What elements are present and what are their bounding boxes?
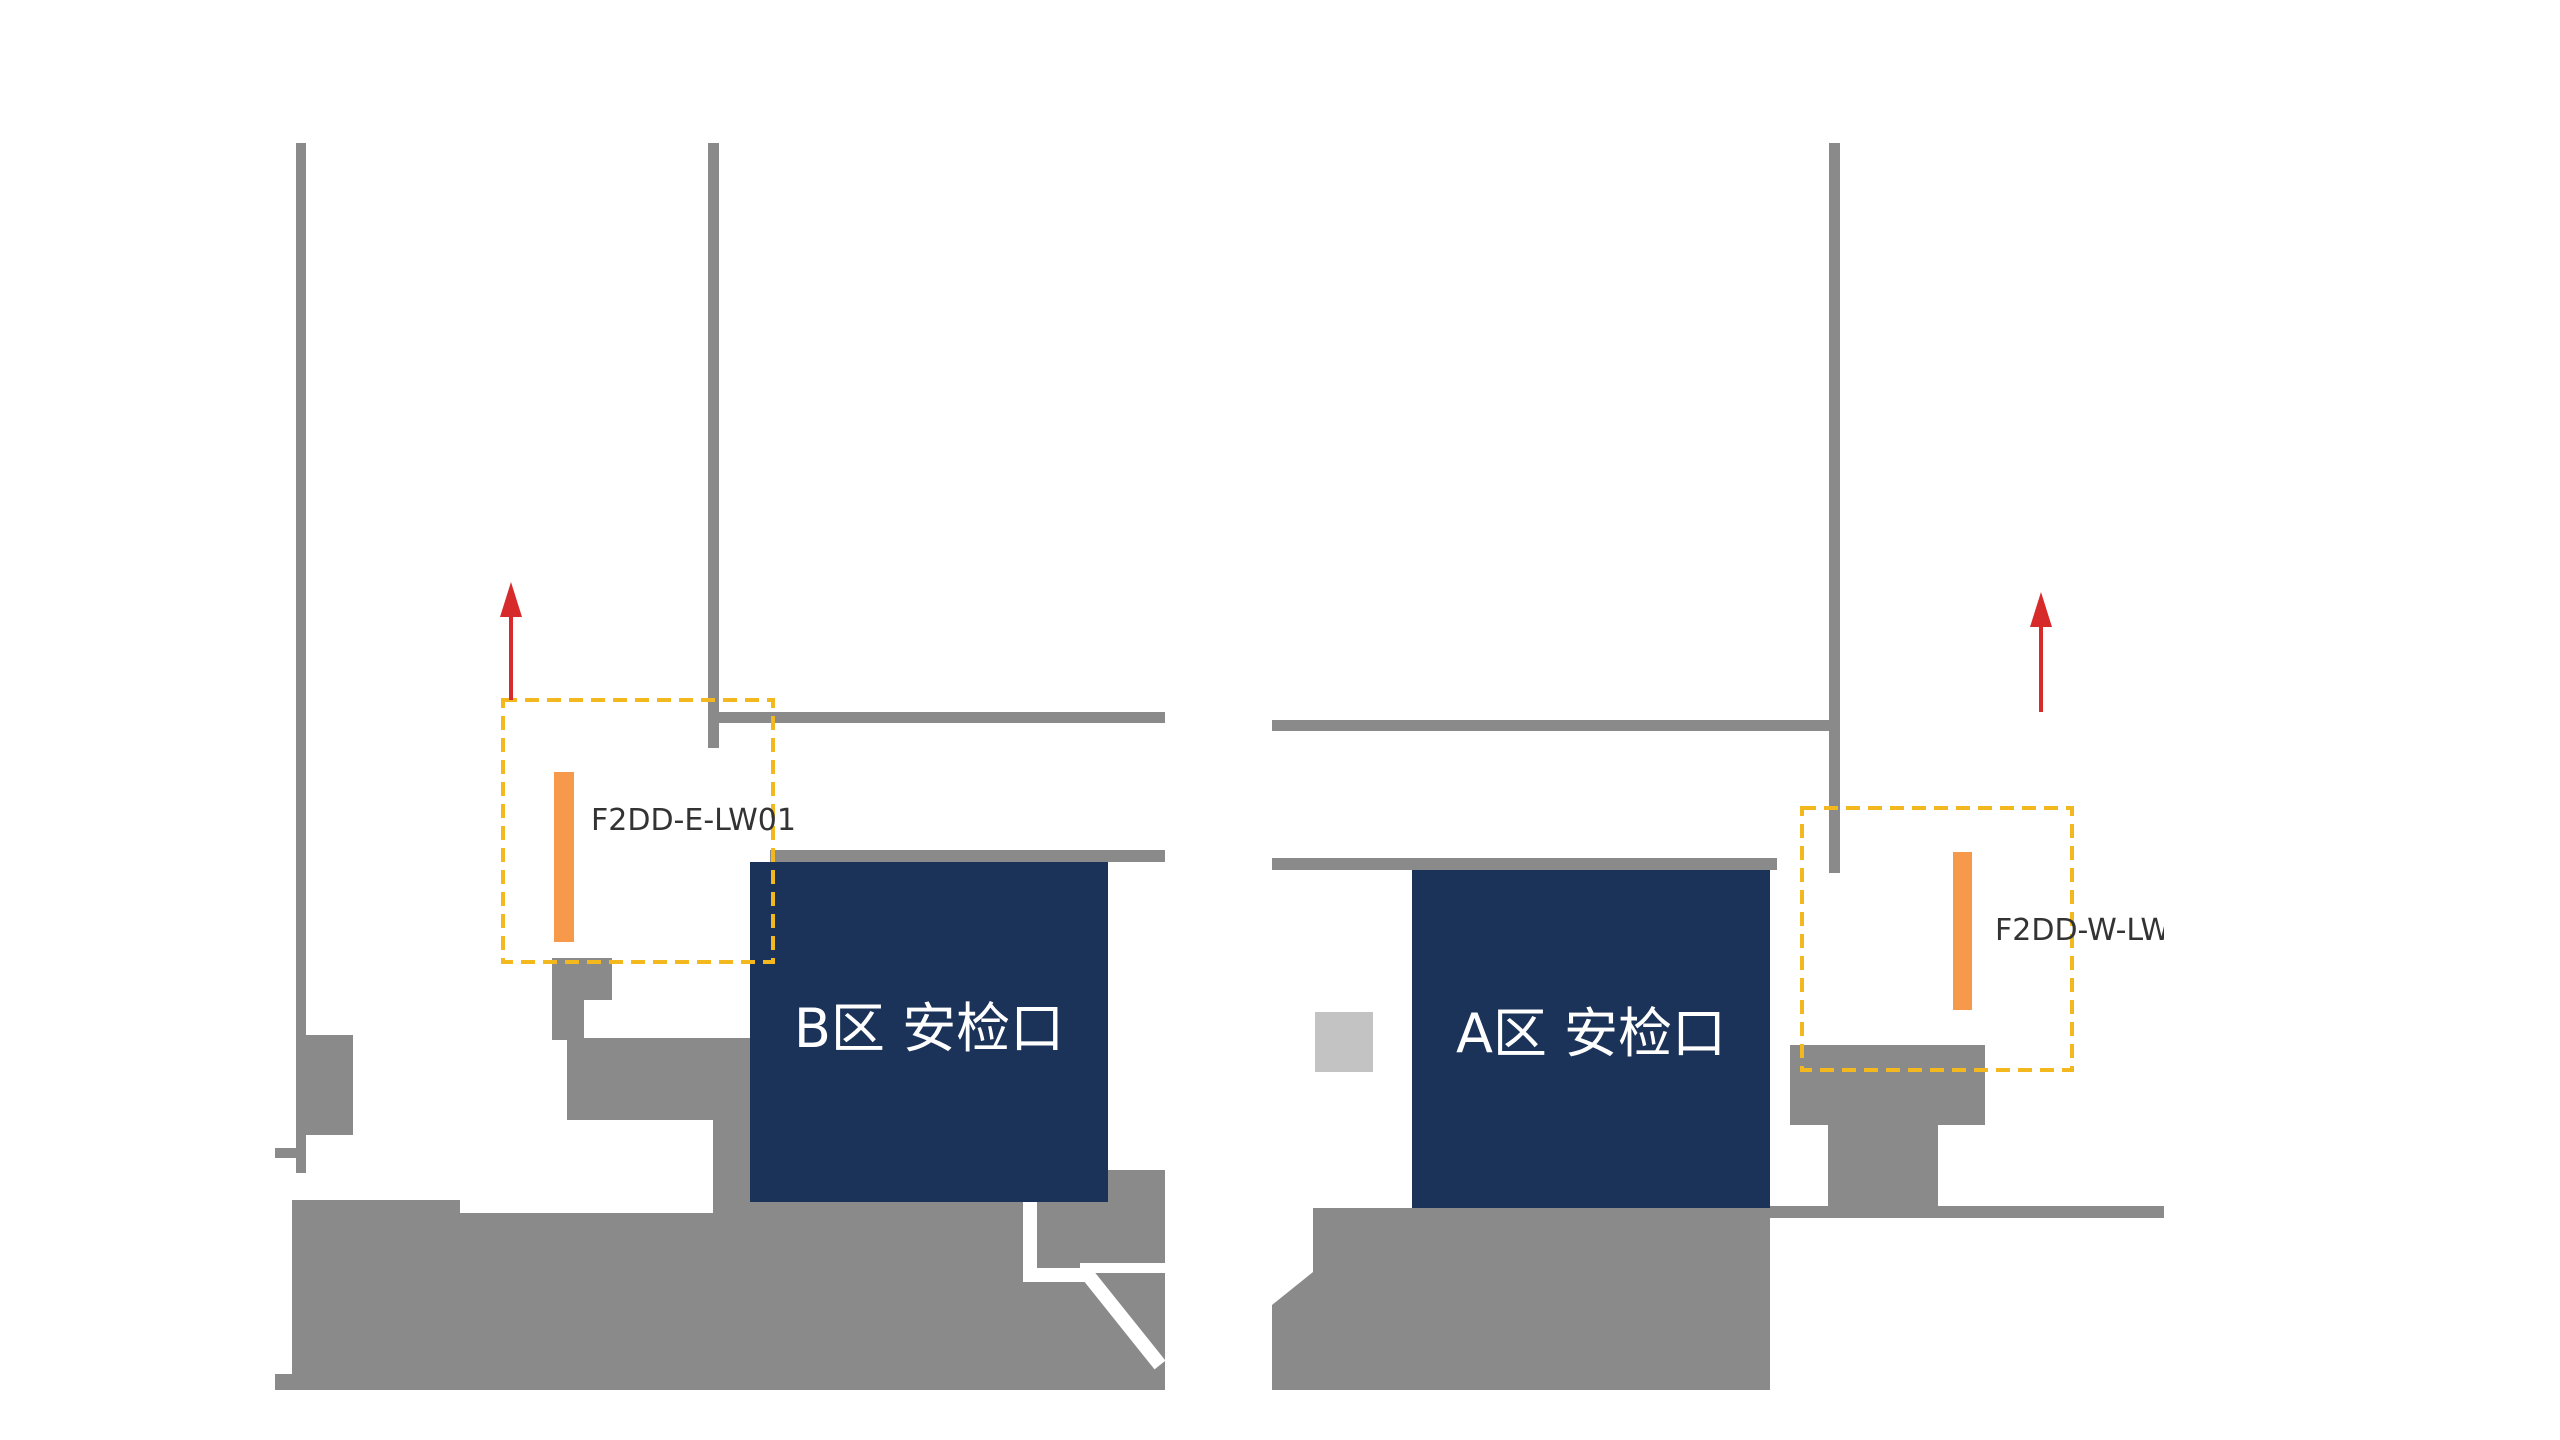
wall <box>708 143 719 748</box>
floor-mass <box>1272 1208 1770 1390</box>
floor-mass <box>275 1200 1165 1390</box>
marker-label-e: F2DD-E-LW01 <box>591 803 796 838</box>
zone-label-b: B区 安检口 <box>794 997 1064 1060</box>
wall-block <box>552 990 584 1040</box>
left-map-panel: B区 安检口 F2DD-E-LW01 <box>275 143 1165 1390</box>
highlight-frame-e <box>501 698 775 964</box>
direction-up-arrow <box>2030 592 2052 712</box>
wall-block <box>1828 1120 1938 1210</box>
wall <box>770 850 1165 862</box>
location-marker-w <box>1953 852 1972 1010</box>
wall <box>708 712 1165 723</box>
wall <box>296 143 306 1173</box>
wall-block <box>275 1148 305 1158</box>
wall-block <box>1105 1170 1165 1230</box>
wall <box>1829 143 1840 873</box>
wall-block <box>296 1035 353 1135</box>
minor-block <box>1315 1012 1373 1072</box>
wall-block <box>1790 1045 1985 1125</box>
security-zone-b <box>750 862 1108 1202</box>
highlight-frame-w <box>1800 806 2074 1072</box>
marker-label-w: F2DD-W-LW <box>1995 913 2170 948</box>
right-map-panel: A区 安检口 F2DD-W-LW <box>1272 143 2170 1390</box>
corridor-edge <box>1023 1200 1165 1370</box>
wall <box>1272 858 1777 870</box>
direction-up-arrow <box>500 582 522 700</box>
security-zone-a <box>1412 870 1770 1208</box>
zone-label-a: A区 安检口 <box>1456 1002 1726 1065</box>
location-marker-e <box>554 772 574 942</box>
wall <box>1272 720 1838 731</box>
